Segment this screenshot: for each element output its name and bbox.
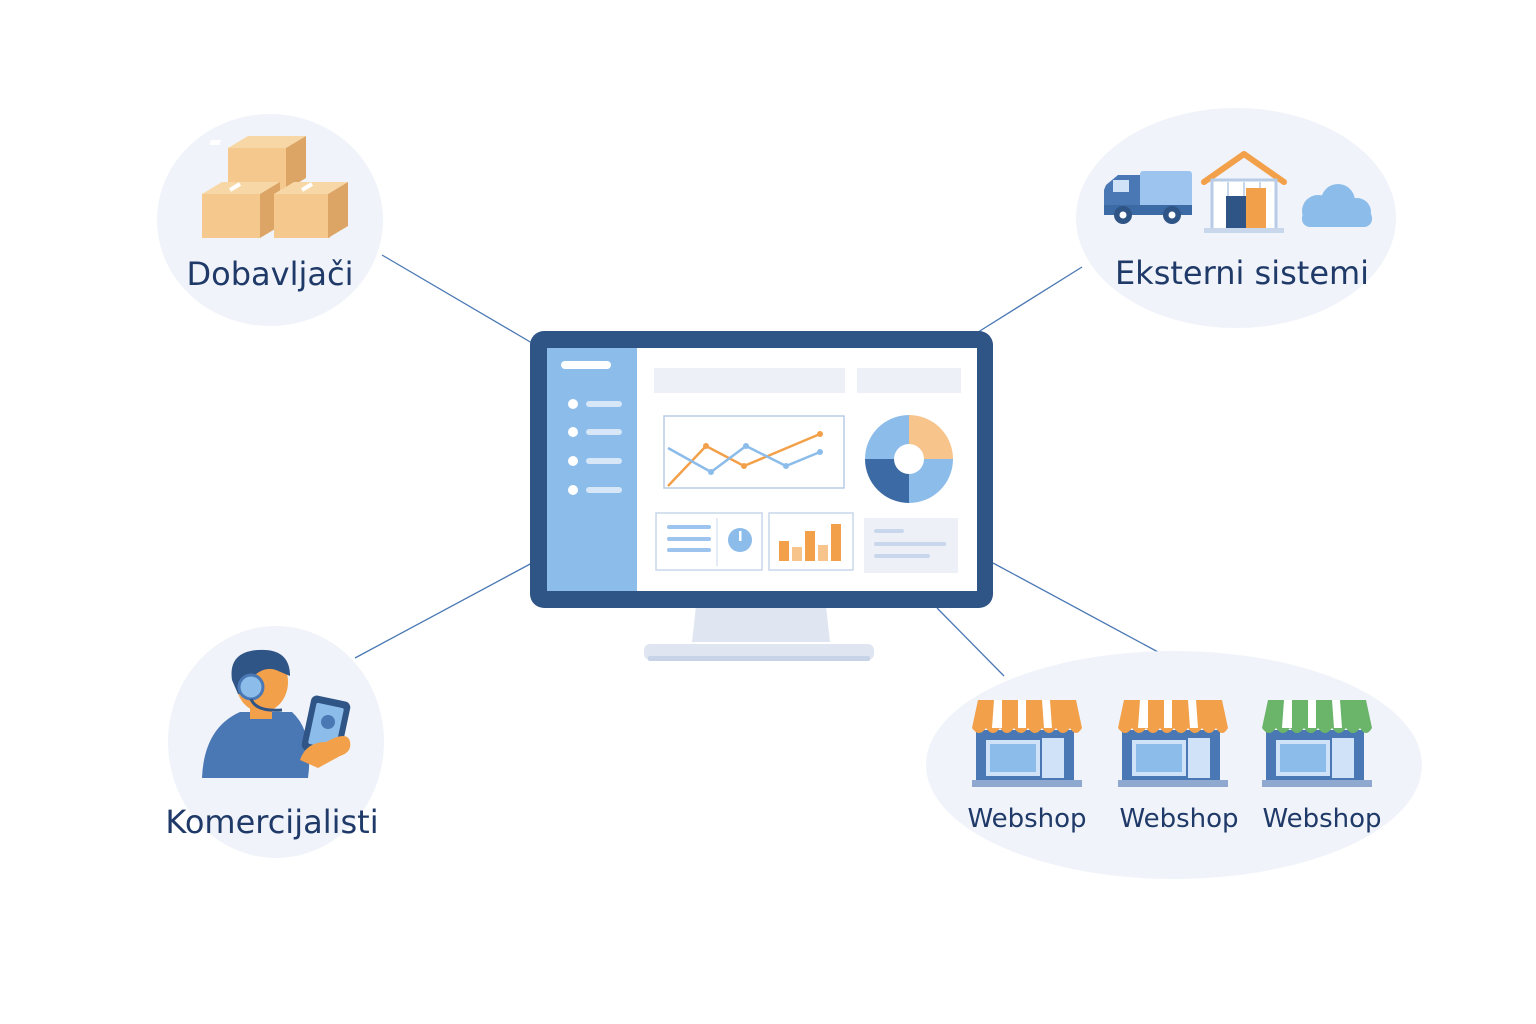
external-systems-label: Eksterni sistemi <box>1114 254 1370 292</box>
connector-external-systems <box>974 266 1083 335</box>
package-boxes-icon <box>202 136 348 238</box>
sales-rep-person-icon <box>202 649 351 778</box>
dashboard-header-bar-1 <box>654 368 845 393</box>
box-right-icon <box>274 182 348 238</box>
summary-widget <box>655 512 763 571</box>
box-left-icon <box>202 182 280 238</box>
connector-webshops-2 <box>936 607 1005 677</box>
connector-webshops-1 <box>992 562 1159 653</box>
webshop-store-icon-2 <box>1118 700 1228 787</box>
connector-suppliers <box>381 254 533 344</box>
pie-chart-widget <box>865 415 953 503</box>
webshop-store-icon-3 <box>1262 700 1372 787</box>
line-chart-widget <box>663 415 845 489</box>
dashboard-header-bar-2 <box>857 368 961 393</box>
connector-sales-reps <box>354 562 533 659</box>
webshop-label-1: Webshop <box>967 804 1087 834</box>
cloud-icon <box>1302 184 1372 227</box>
connector-lines <box>354 254 1159 677</box>
webshop-store-icon-1 <box>972 700 1082 787</box>
dashboard-sidebar <box>547 348 637 591</box>
suppliers-label: Dobavljači <box>186 255 354 293</box>
dashboard-monitor-icon <box>530 331 993 661</box>
warehouse-icon <box>1201 151 1287 233</box>
monitor-stand <box>644 606 874 661</box>
bar-chart-widget <box>768 512 854 571</box>
text-lines-widget <box>864 518 958 573</box>
webshop-label-3: Webshop <box>1262 804 1382 834</box>
webshop-label-2: Webshop <box>1119 804 1239 834</box>
delivery-truck-icon <box>1104 171 1192 224</box>
sales-reps-label: Komercijalisti <box>165 803 379 841</box>
